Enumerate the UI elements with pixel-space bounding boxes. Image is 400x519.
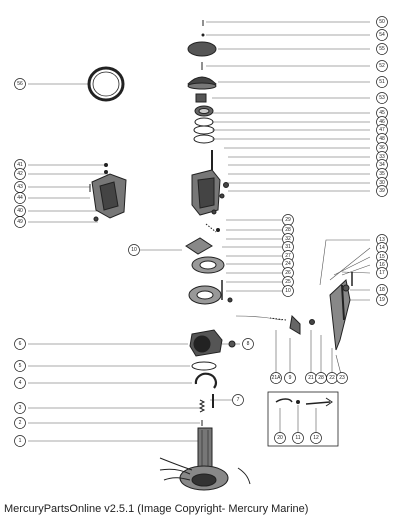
callout-32: 32	[285, 236, 291, 242]
callout-54: 54	[379, 32, 385, 38]
callout-2: 2	[19, 420, 22, 426]
callout-30: 30	[379, 180, 385, 186]
callout-9: 9	[289, 375, 292, 381]
callout-28: 28	[285, 227, 291, 233]
callout-29: 29	[285, 217, 291, 223]
callout-47: 47	[379, 127, 385, 133]
callout-26: 26	[285, 270, 291, 276]
callout-50: 50	[379, 19, 385, 25]
callout-41: 41	[17, 162, 23, 168]
callout-44: 44	[17, 195, 23, 201]
callout-17: 17	[379, 270, 385, 276]
callout-15: 15	[379, 254, 385, 260]
callout-36: 36	[379, 145, 385, 151]
callout-22: 22	[329, 375, 335, 381]
callout-10: 10	[131, 247, 137, 253]
callout-21a: 21A	[272, 375, 282, 381]
callout-49: 49	[17, 219, 23, 225]
callout-40: 40	[17, 208, 23, 214]
callout-24: 24	[285, 261, 291, 267]
callout-labels: 50 54 55 52 51 53 45 46 47 48 36 33 34 3…	[17, 19, 385, 444]
callout-4: 4	[19, 380, 22, 386]
callout-48: 48	[379, 136, 385, 142]
callout-46: 46	[379, 119, 385, 125]
callout-8: 8	[247, 341, 250, 347]
callout-1: 1	[19, 438, 22, 444]
callout-23: 23	[339, 375, 345, 381]
callout-11: 11	[295, 435, 300, 441]
exploded-parts-diagram: 50 54 55 52 51 53 45 46 47 48 36 33 34 3…	[14, 16, 388, 491]
callout-53: 53	[379, 95, 385, 101]
callout-12: 12	[313, 435, 319, 441]
callout-25: 25	[285, 279, 291, 285]
callout-56: 56	[17, 81, 23, 87]
callout-43: 43	[17, 184, 23, 190]
callout-52: 52	[379, 63, 385, 69]
leader-lines	[28, 21, 371, 442]
callout-51: 51	[379, 79, 385, 85]
callout-39: 39	[379, 188, 385, 194]
callout-20: 20	[277, 435, 283, 441]
callout-33: 33	[379, 154, 385, 160]
callout-35: 35	[379, 171, 385, 177]
callout-34: 34	[379, 162, 385, 168]
callout-5: 5	[19, 363, 22, 369]
image-caption: MercuryPartsOnline v2.5.1 (Image Copyrig…	[4, 503, 309, 515]
callout-16: 16	[379, 262, 385, 268]
callout-27: 27	[285, 253, 291, 259]
callout-28-lower: 28	[318, 375, 324, 381]
part-drawings	[87, 20, 353, 491]
callout-55: 55	[379, 46, 385, 52]
callout-13: 13	[379, 237, 385, 243]
callout-7: 7	[237, 397, 240, 403]
callout-3: 3	[19, 405, 22, 411]
callout-6: 6	[19, 341, 22, 347]
callout-markers	[14, 16, 388, 447]
callout-18: 18	[379, 287, 385, 293]
callout-19: 19	[379, 297, 385, 303]
callout-21: 21	[308, 375, 314, 381]
callout-10b: 10	[285, 288, 291, 294]
callout-45: 45	[379, 110, 385, 116]
callout-31: 31	[285, 244, 291, 250]
callout-14: 14	[379, 245, 385, 251]
callout-42: 42	[17, 171, 23, 177]
